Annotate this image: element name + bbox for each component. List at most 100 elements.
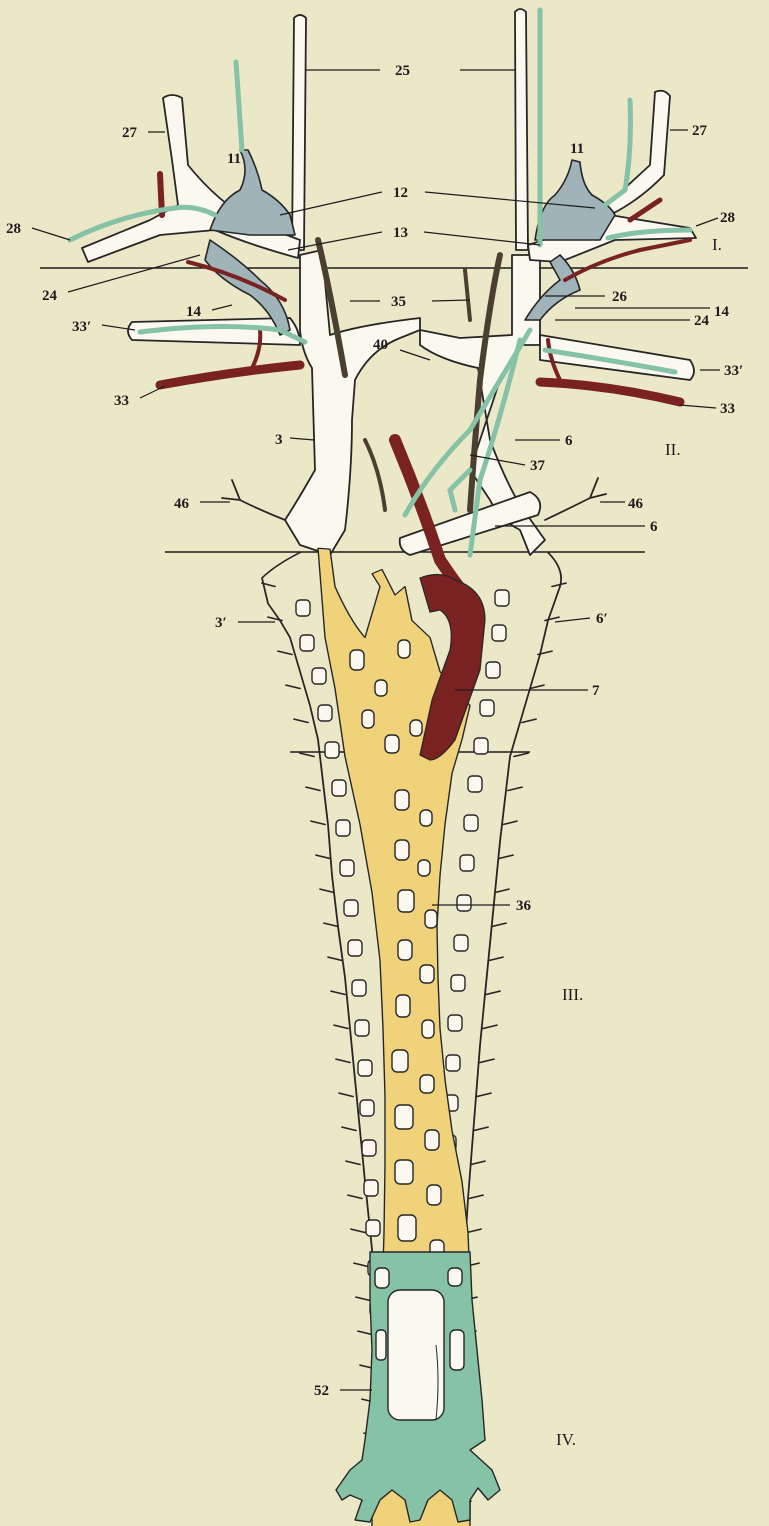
leader-35 [350,300,470,301]
vein-25-right [515,9,528,250]
lattice-cell [312,668,326,684]
label-36: 36 [516,898,532,914]
lattice-cell [495,590,509,606]
lattice-cell [448,1015,462,1031]
vein-46-left [222,480,285,520]
leader-40 [400,350,430,360]
vein-37-branch [365,440,385,510]
region-label-3: III. [562,985,583,1004]
lattice-cell [318,705,332,721]
region-label-1: I. [712,235,722,254]
artery-33-left [160,365,300,385]
label-46-right: 46 [628,496,644,512]
artery-right-upper [630,200,660,220]
label-3prime: 3′ [215,615,227,631]
label-28-right: 28 [720,210,735,226]
vein-35-right-branch [465,270,470,320]
lattice-cell [348,940,362,956]
lattice-cell [358,1060,372,1076]
plexus-hole [410,720,422,736]
network-hole [450,1330,464,1370]
white-veins [82,9,696,555]
plexus-hole [398,640,410,658]
label-33-right: 33 [720,401,735,417]
lattice-cell [454,935,468,951]
lattice-cell [355,1020,369,1036]
label-13: 13 [393,225,408,241]
lattice-cell [457,895,471,911]
vein-11-left [210,150,295,235]
plexus-hole [418,860,430,876]
plexus-hole [350,650,364,670]
lattice-cell [366,1220,380,1236]
lattice-cell [468,776,482,792]
vein-46-right [545,478,606,520]
lattice-cell [464,815,478,831]
label-33prime-left: 33′ [72,319,91,335]
label-27-left: 27 [122,125,138,141]
lattice-cell [446,1055,460,1071]
plexus-hole [395,790,409,810]
label-14-left: 14 [186,304,202,320]
plexus-hole [398,940,412,960]
label-6-lower: 6 [650,519,658,535]
leader-28-right [696,218,718,226]
region-labels: I. II. III. IV. [556,235,722,1449]
label-35: 35 [391,294,406,310]
lattice-cell [300,635,314,651]
region-label-4: IV. [556,1430,576,1449]
vein-25-left [292,15,306,250]
label-52: 52 [314,1383,329,1399]
label-11-left: 11 [227,151,241,167]
label-33-left: 33 [114,393,129,409]
leader-3 [290,438,314,440]
label-28-left: 28 [6,221,21,237]
label-7: 7 [592,683,600,699]
lattice-cell [451,975,465,991]
label-26: 26 [612,289,628,305]
label-24-right: 24 [694,313,710,329]
lattice-cell [332,780,346,796]
label-33prime-right: 33′ [724,363,743,379]
label-6-upper: 6 [565,433,573,449]
vein-green-right-27 [605,100,630,205]
plexus-hole [398,1215,416,1241]
lattice-cell [460,855,474,871]
leader-33-left [140,386,165,398]
plexus-hole [362,710,374,728]
plexus-hole [375,680,387,696]
lattice-cell [352,980,366,996]
lattice-cell [364,1180,378,1196]
network-hole [388,1290,444,1420]
network-hole [375,1268,389,1288]
leader-33-right [680,405,716,408]
leader-6prime [555,618,590,622]
leader-13 [288,232,540,250]
vein-green-left-upper [236,62,242,150]
network-hole [448,1268,462,1286]
vein-11-right [535,160,615,240]
lattice-cell [325,742,339,758]
plexus-hole [427,1185,441,1205]
lattice-cell [480,700,494,716]
label-27-right: 27 [692,123,708,139]
label-25: 25 [395,63,410,79]
lattice-cell [296,600,310,616]
green-veins [70,10,690,555]
plexus-hole [420,965,434,983]
plexus-hole [420,810,432,826]
lattice-cell [492,625,506,641]
plexus-hole [385,735,399,753]
label-14-right: 14 [714,304,730,320]
plexus-hole [398,890,414,912]
plexus-hole [420,1075,434,1093]
plexus-hole [425,910,437,928]
artery-33-right [540,382,680,402]
lattice-cell [344,900,358,916]
lattice-cell [362,1140,376,1156]
leader-14-left [212,305,232,310]
plexus-hole [395,840,409,860]
network-hole [376,1330,386,1360]
label-12: 12 [393,185,408,201]
